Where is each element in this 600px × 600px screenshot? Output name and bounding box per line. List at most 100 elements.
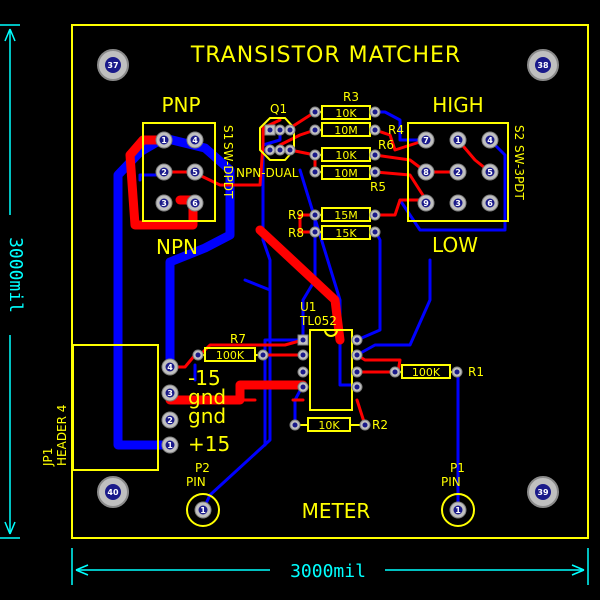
mount-hole-number: 39 xyxy=(537,488,549,497)
pad-number: 6 xyxy=(192,199,198,208)
s2-pad: 2 xyxy=(449,163,467,181)
s1-value: SW-DPDT xyxy=(221,142,235,199)
u1-pad xyxy=(351,381,363,393)
pad-number: 4 xyxy=(192,136,198,145)
pad-number: 6 xyxy=(487,199,493,208)
pad-number: 4 xyxy=(167,363,173,372)
dimensions xyxy=(0,24,589,585)
pad-number: 8 xyxy=(423,168,429,177)
pad-number: 5 xyxy=(487,168,493,177)
pad-number: 2 xyxy=(161,168,167,177)
jp1-pad: 1 xyxy=(161,436,179,454)
s1-pad: 1 xyxy=(155,131,173,149)
resistor-pad xyxy=(257,349,269,361)
r4-value: 10M xyxy=(334,124,358,137)
r5-value: 10M xyxy=(334,167,358,180)
s1-pad: 4 xyxy=(186,131,204,149)
mount-hole-40: 40 xyxy=(97,476,129,508)
resistor-pad xyxy=(309,106,321,118)
p2-designator: P2 xyxy=(195,461,210,475)
s2-pad: 1 xyxy=(449,131,467,149)
jp1-pad: 2 xyxy=(161,411,179,429)
p1-value: PIN xyxy=(441,475,461,489)
u1-pad xyxy=(297,349,309,361)
label-low: LOW xyxy=(432,233,478,257)
mount-hole-37: 37 xyxy=(97,49,129,81)
u1-value: TL052 xyxy=(299,314,337,328)
label-gnd-1: gnd xyxy=(188,385,226,409)
pad-number: 7 xyxy=(423,136,429,145)
s1-pad: 5 xyxy=(186,163,204,181)
q1-pad xyxy=(264,144,276,156)
q1-pad xyxy=(284,144,296,156)
r4-designator: R4 xyxy=(388,123,404,137)
pad-number: 4 xyxy=(487,136,493,145)
resistor-pad xyxy=(309,226,321,238)
resistor-pad xyxy=(309,209,321,221)
r9-designator: R9 xyxy=(288,208,304,222)
resistor-pad xyxy=(369,209,381,221)
s2-pad: 8 xyxy=(417,163,435,181)
r8-designator: R8 xyxy=(288,226,304,240)
pad-number: 1 xyxy=(161,136,167,145)
r3-value: 10K xyxy=(335,107,357,120)
r7-value: 100K xyxy=(216,349,245,362)
u1-pad xyxy=(351,366,363,378)
top-copper-traces xyxy=(125,110,492,427)
q1-pad xyxy=(264,124,276,136)
p1-designator: P1 xyxy=(450,461,465,475)
label-gnd-2: gnd xyxy=(188,404,226,428)
mount-hole-39: 39 xyxy=(527,476,559,508)
pad-number: 1 xyxy=(200,506,206,515)
label-plus15: +15 xyxy=(188,432,230,456)
p2-value: PIN xyxy=(186,475,206,489)
pad-number: 2 xyxy=(167,416,173,425)
label-minus15: -15 xyxy=(188,366,221,390)
mount-hole-number: 37 xyxy=(107,61,118,70)
resistor-pad xyxy=(369,124,381,136)
u1-pad xyxy=(297,381,309,393)
s2-pad: 7 xyxy=(417,131,435,149)
board-title: TRANSISTOR MATCHER xyxy=(190,43,461,68)
r1-designator: R1 xyxy=(468,365,484,379)
jp1-pad: 4 xyxy=(161,358,179,376)
q1-pad xyxy=(274,144,286,156)
mount-hole-number: 38 xyxy=(537,61,549,70)
r2-designator: R2 xyxy=(372,418,388,432)
s2-pad: 3 xyxy=(449,194,467,212)
s2-value: SW-3PDT xyxy=(512,145,526,200)
pad-number: 2 xyxy=(455,168,461,177)
board-width-label: 3000mil xyxy=(290,561,366,582)
u1-pad xyxy=(351,349,363,361)
r8-value: 15K xyxy=(335,227,357,240)
p2-pad: 1 xyxy=(194,501,212,519)
u1-pad xyxy=(297,334,309,346)
jp1-pad: 3 xyxy=(161,384,179,402)
r1-value: 100K xyxy=(412,366,441,379)
resistor-pad xyxy=(369,166,381,178)
resistor-pad xyxy=(389,366,401,378)
resistor-pad xyxy=(369,149,381,161)
pad-number: 1 xyxy=(167,441,173,450)
p1-pad: 1 xyxy=(449,501,467,519)
r6-designator: R6 xyxy=(378,138,394,152)
resistor-pad xyxy=(309,124,321,136)
jp1-designator: JP1 xyxy=(41,448,55,467)
u1-pad xyxy=(297,366,309,378)
q1-designator: Q1 xyxy=(270,102,287,116)
label-pnp: PNP xyxy=(161,93,200,117)
resistor-pad xyxy=(369,226,381,238)
resistor-pad xyxy=(309,166,321,178)
s2-pad: 9 xyxy=(417,194,435,212)
s1-pad: 2 xyxy=(155,163,173,181)
r5-designator: R5 xyxy=(370,180,386,194)
label-high: HIGH xyxy=(432,93,483,117)
resistor-pad xyxy=(451,366,463,378)
q1-value: NPN-DUAL xyxy=(236,166,299,180)
pad-number: 5 xyxy=(192,168,198,177)
r6-value: 10K xyxy=(335,149,357,162)
s1-designator: S1 xyxy=(221,125,235,140)
